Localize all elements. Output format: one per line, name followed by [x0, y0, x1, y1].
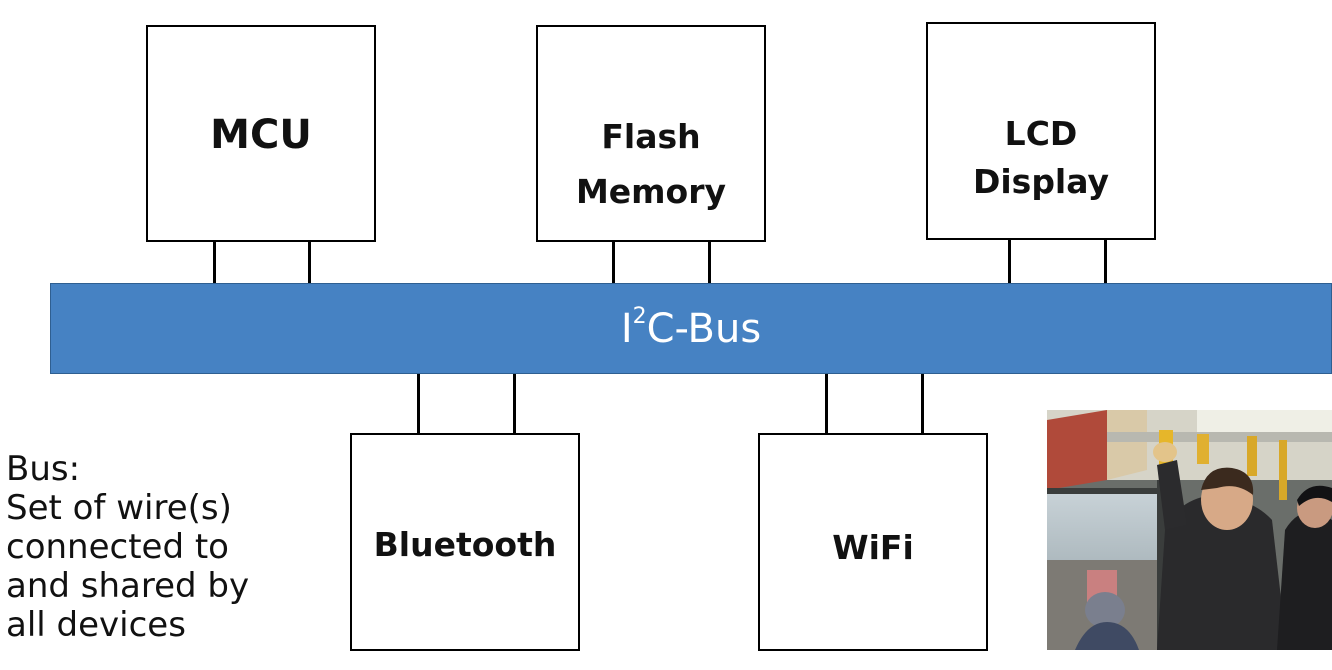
mcu-label: MCU: [210, 112, 312, 158]
wifi-label: WiFi: [832, 528, 914, 567]
note-line: connected to: [6, 527, 229, 567]
lcd-display-label: LCD Display: [972, 114, 1110, 201]
note-line: Set of wire(s): [6, 488, 232, 528]
bluetooth-wire-1: [417, 373, 420, 435]
mcu-box: MCU: [146, 25, 376, 242]
note-line: all devices: [6, 605, 186, 645]
mcu-wire-2: [308, 240, 311, 284]
flash-wire-1: [612, 240, 615, 284]
note-line: Bus:: [6, 449, 81, 489]
bus-passengers-photo: [1047, 410, 1332, 650]
bluetooth-label: Bluetooth: [373, 525, 557, 564]
wifi-wire-2: [921, 373, 924, 435]
lcd-wire-1: [1008, 238, 1011, 284]
wifi-wire-1: [825, 373, 828, 435]
bluetooth-box: Bluetooth: [350, 433, 580, 651]
bus-passengers-illustration: [1047, 410, 1332, 650]
wifi-box: WiFi: [758, 433, 988, 651]
bluetooth-wire-2: [513, 373, 516, 435]
i2c-bus: I2C-Bus: [50, 283, 1332, 374]
flash-memory-label: Flash Memory: [575, 117, 727, 211]
mcu-wire-1: [213, 240, 216, 284]
flash-memory-box: Flash Memory: [536, 25, 766, 242]
note-line: and shared by: [6, 566, 250, 606]
lcd-display-box: LCD Display: [926, 22, 1156, 240]
bus-label: I2C-Bus: [620, 304, 762, 352]
flash-wire-2: [708, 240, 711, 284]
bus-definition-note: Bus: Set of wire(s) connected to and sha…: [6, 450, 249, 645]
lcd-wire-2: [1104, 238, 1107, 284]
